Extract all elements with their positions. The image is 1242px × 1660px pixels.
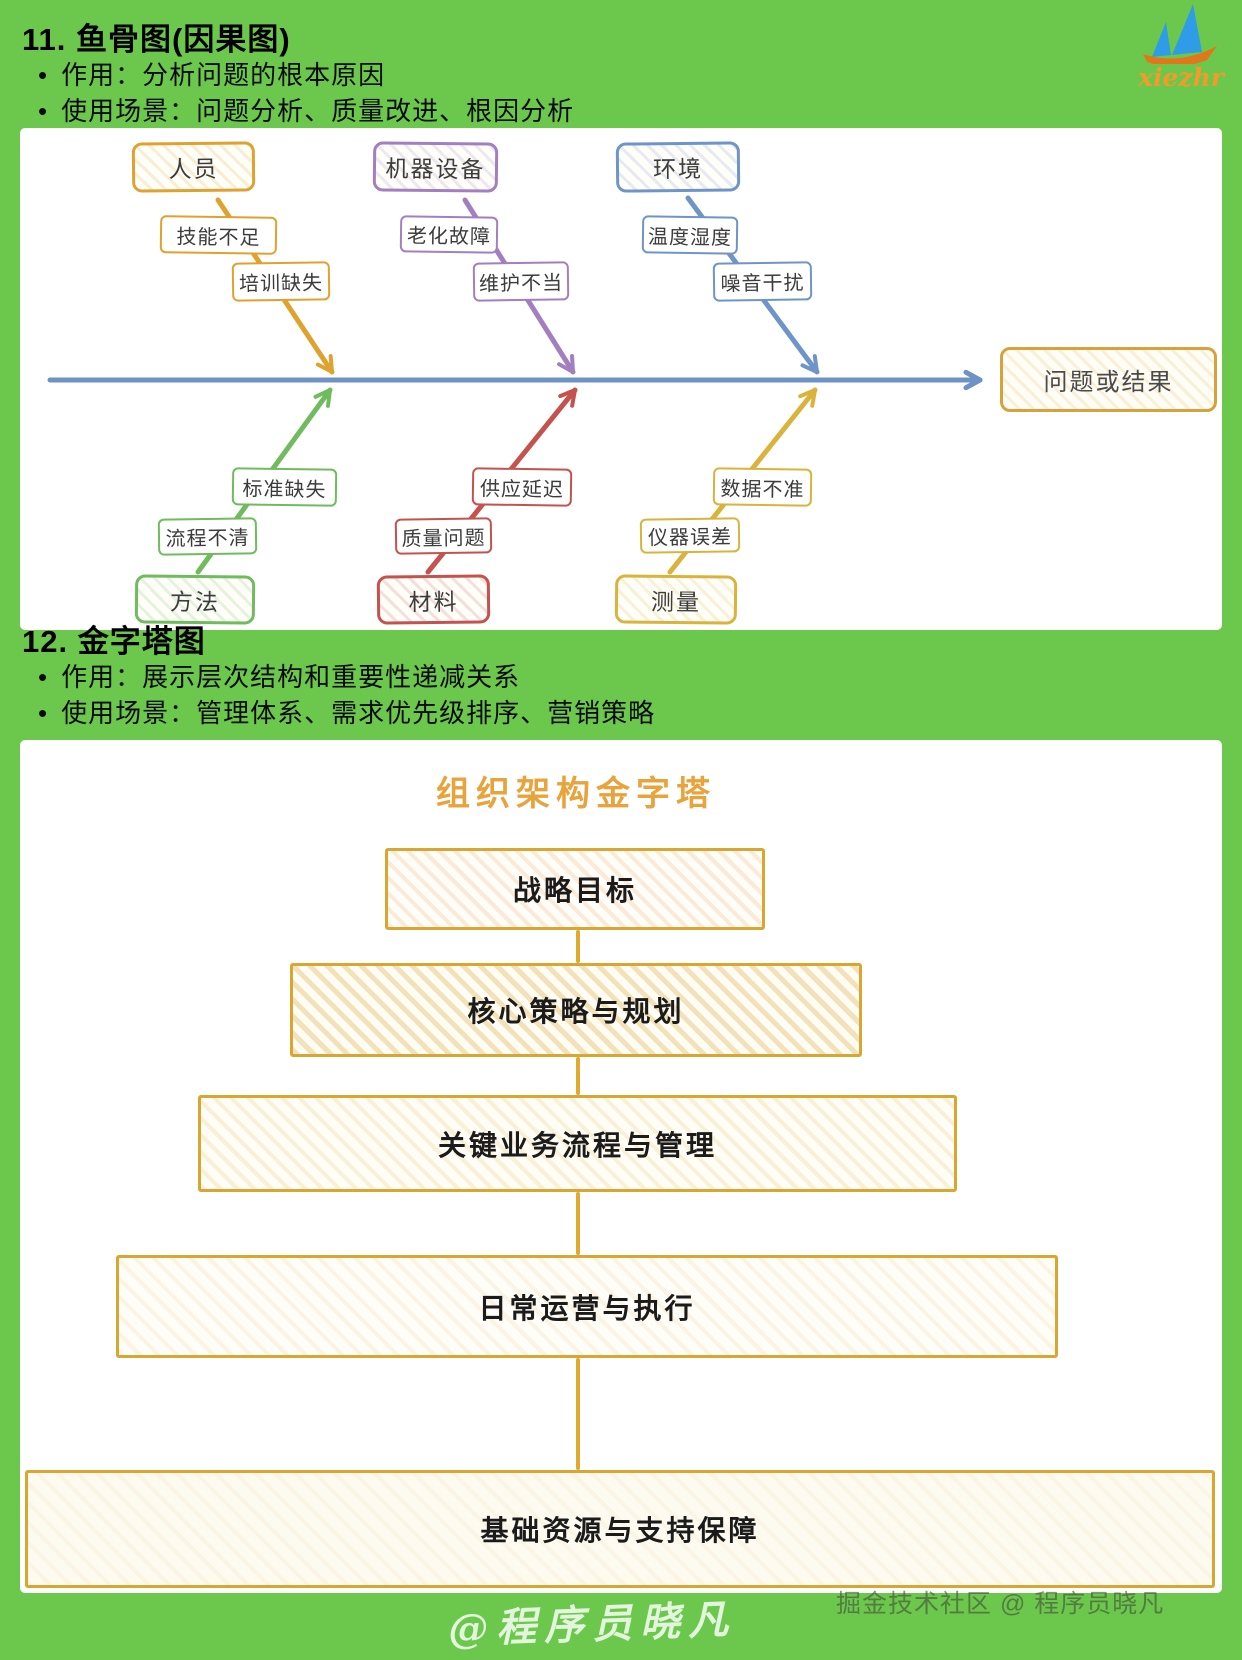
- fishbone-cause-box: 噪音干扰: [712, 261, 813, 302]
- bullet-dot: •: [38, 662, 48, 692]
- bullet-dot: •: [38, 60, 48, 90]
- fishbone-cause-box: 培训缺失: [231, 261, 331, 302]
- pyramid-connector: [576, 930, 580, 963]
- fishbone-cause-box: 供应延迟: [471, 467, 573, 507]
- fishbone-category-box: 人员: [131, 141, 256, 193]
- fishbone-effect-box: 问题或结果: [1000, 347, 1217, 412]
- pyramid-connector: [576, 1358, 580, 1470]
- section-11-heading: 11. 鱼骨图(因果图): [22, 22, 291, 57]
- fishbone-category-box: 环境: [615, 141, 741, 193]
- fishbone-category-box: 测量: [614, 574, 738, 625]
- section-11-bullet-1: • 作用：分析问题的根本原因: [38, 60, 386, 90]
- fishbone-cause-box: 温度湿度: [641, 215, 739, 255]
- section-12-bullet-2: • 使用场景：管理体系、需求优先级排序、营销策略: [38, 698, 656, 728]
- fishbone-cause-box: 标准缺失: [231, 467, 338, 507]
- pyramid-connector: [576, 1057, 580, 1095]
- fishbone-cause-box: 流程不清: [157, 517, 258, 556]
- fishbone-category-box: 方法: [134, 574, 256, 625]
- pyramid-level: 日常运营与执行: [116, 1255, 1058, 1358]
- pyramid-level: 核心策略与规划: [290, 963, 862, 1057]
- brand-logo-text: xiezhr: [1138, 63, 1224, 92]
- pyramid-panel: 组织架构金字塔 战略目标核心策略与规划关键业务流程与管理日常运营与执行基础资源与…: [20, 740, 1222, 1593]
- sailboat-icon: [1143, 4, 1217, 67]
- pyramid-title: 组织架构金字塔: [436, 775, 716, 813]
- brand-logo: xiezhr: [1126, 2, 1236, 92]
- section-11-bullet-2: • 使用场景：问题分析、质量改进、根因分析: [38, 96, 575, 126]
- pyramid-connector: [576, 1192, 580, 1255]
- pyramid-level: 关键业务流程与管理: [198, 1095, 957, 1192]
- fishbone-category-box: 机器设备: [372, 141, 499, 193]
- fishbone-diagram: 问题或结果 人员技能不足培训缺失 机器设备老化故障维护不当 环境温度湿度噪音干扰方法…: [20, 128, 1222, 630]
- watermark-author: @程序员晓凡: [447, 1595, 737, 1654]
- fishbone-category-box: 材料: [376, 574, 491, 625]
- bullet-dot: •: [38, 96, 48, 126]
- bullet-dot: •: [38, 698, 48, 728]
- fishbone-panel: 问题或结果 人员技能不足培训缺失 机器设备老化故障维护不当 环境温度湿度噪音干扰方法…: [20, 128, 1222, 630]
- section-12-heading: 12. 金字塔图: [22, 624, 206, 659]
- fishbone-cause-box: 维护不当: [472, 261, 570, 302]
- fishbone-cause-box: 老化故障: [399, 215, 499, 254]
- fishbone-cause-box: 质量问题: [394, 517, 493, 555]
- fishbone-cause-box: 仪器误差: [639, 517, 741, 554]
- fishbone-cause-box: 数据不准: [712, 467, 813, 507]
- fishbone-cause-box: 技能不足: [159, 215, 278, 255]
- watermark-community: 掘金技术社区 @ 程序员晓凡: [836, 1590, 1165, 1618]
- pyramid-level: 基础资源与支持保障: [25, 1470, 1215, 1588]
- section-12-bullet-1: • 作用：展示层次结构和重要性递减关系: [38, 662, 521, 692]
- pyramid-level: 战略目标: [385, 848, 765, 930]
